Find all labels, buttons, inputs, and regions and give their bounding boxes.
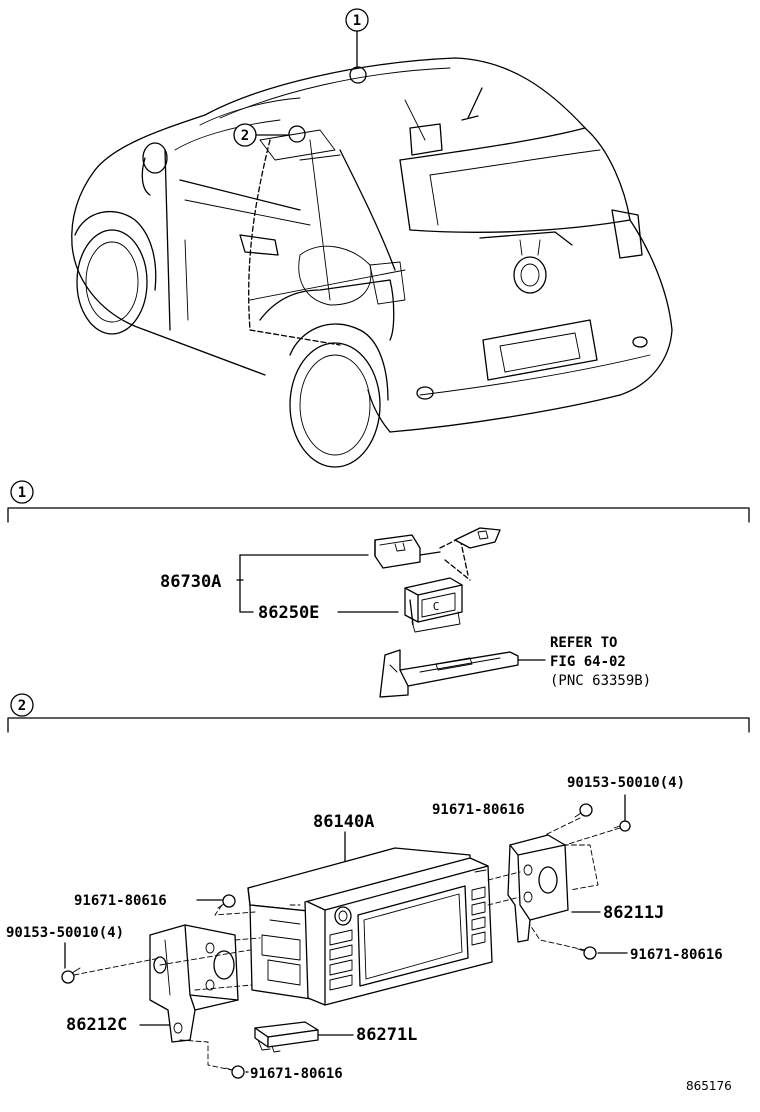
part-90153-50010-left[interactable]: 90153-50010(4) — [6, 925, 124, 941]
refer-note-line1: REFER TO — [550, 635, 617, 651]
part-90153-50010-top[interactable]: 90153-50010(4) — [567, 775, 685, 791]
part-86730A[interactable]: 86730A — [160, 572, 221, 592]
part-86212C[interactable]: 86212C — [66, 1015, 127, 1035]
section-2-marker: 2 — [18, 698, 26, 714]
part-86271L[interactable]: 86271L — [356, 1025, 417, 1045]
bracket-reference-part — [379, 649, 519, 698]
vehicle-illustration — [71, 57, 673, 468]
antenna-connector-part — [374, 527, 501, 581]
section-2: 2 90153-50010(4) 91671-80616 86140A 9167… — [6, 693, 750, 1093]
callout-1-text: 1 — [353, 13, 361, 29]
part-91671-80616-top[interactable]: 91671-80616 — [432, 802, 525, 818]
figure-id: 865176 — [686, 1079, 732, 1093]
part-86211J[interactable]: 86211J — [603, 903, 664, 923]
assembly-guide-lines — [73, 817, 621, 1071]
part-86250E[interactable]: 86250E — [258, 603, 319, 623]
tuner-module-part: C — [404, 577, 463, 633]
part-86140A[interactable]: 86140A — [313, 812, 374, 832]
callout-1: 1 — [345, 8, 369, 84]
callout-2-text: 2 — [241, 128, 249, 144]
section-1: 1 86730A 86250E C — [7, 480, 750, 698]
refer-note-line2: FIG 64-02 — [550, 654, 626, 670]
section-1-marker: 1 — [18, 485, 26, 501]
fasteners — [61, 803, 631, 1079]
part-91671-80616-right[interactable]: 91671-80616 — [630, 947, 723, 963]
part-91671-80616-bottom[interactable]: 91671-80616 — [250, 1066, 343, 1082]
callout-2: 2 — [233, 123, 306, 147]
refer-note-line3: (PNC 63359B) — [550, 673, 651, 689]
head-unit-part — [247, 847, 493, 1006]
connector-letter: C — [433, 600, 440, 613]
part-91671-80616-left[interactable]: 91671-80616 — [74, 893, 167, 909]
small-module-part — [254, 1021, 319, 1053]
left-bracket-part — [149, 924, 239, 1043]
right-bracket-part — [507, 834, 569, 943]
